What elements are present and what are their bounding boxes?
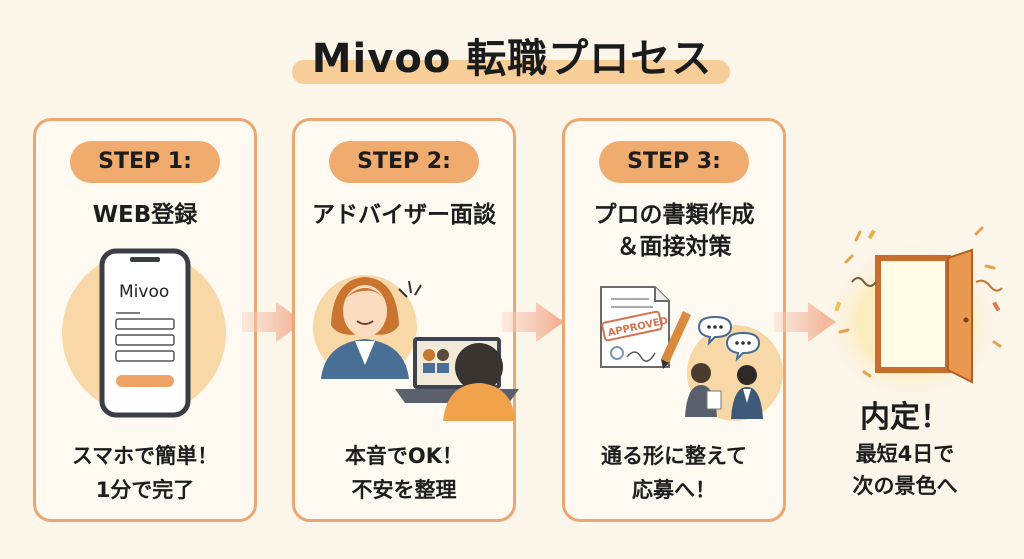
smartphone-illustration: Mivoo bbox=[62, 248, 226, 418]
final-title: 内定！ bbox=[860, 400, 950, 435]
step-2-badge: STEP 2: bbox=[329, 141, 479, 183]
title-area: Mivoo 転職プロセス bbox=[0, 22, 1024, 86]
step-3-card: STEP 3: プロの書類作成 ＆面接対策 APPROVED 通る形に整えて 応… bbox=[562, 118, 786, 522]
step-3-badge: STEP 3: bbox=[599, 141, 749, 183]
arrow-right-icon bbox=[774, 302, 836, 342]
step-1-card: STEP 1: WEB登録 Mivoo スマホで簡単！ 1分で完了 bbox=[33, 118, 257, 522]
step-2-card: STEP 2: アドバイザー面談 本音でOK！ 不安を整理 bbox=[292, 118, 519, 522]
step-1-badge: STEP 1: bbox=[70, 141, 220, 183]
open-door-icon bbox=[826, 226, 1003, 392]
arrow-right-icon bbox=[502, 302, 564, 342]
step-1-desc: スマホで簡単！ 1分で完了 bbox=[71, 444, 219, 502]
advisor-interview-illustration bbox=[313, 275, 519, 421]
step-3-heading: プロの書類作成 ＆面接対策 bbox=[593, 202, 755, 260]
step-1-heading: WEB登録 bbox=[92, 202, 198, 228]
final-desc: 最短4日で 次の景色へ bbox=[852, 442, 958, 498]
step-2-heading: アドバイザー面談 bbox=[312, 202, 496, 228]
document-interview-illustration: APPROVED bbox=[600, 286, 783, 421]
step-2-desc: 本音でOK！ 不安を整理 bbox=[344, 444, 464, 502]
arrow-right-icon bbox=[242, 302, 304, 342]
phone-brand: Mivoo bbox=[119, 282, 169, 302]
page-title: Mivoo 転職プロセス bbox=[311, 36, 713, 82]
step-3-desc: 通る形に整えて 応募へ！ bbox=[601, 444, 747, 502]
title-highlight bbox=[292, 60, 730, 84]
